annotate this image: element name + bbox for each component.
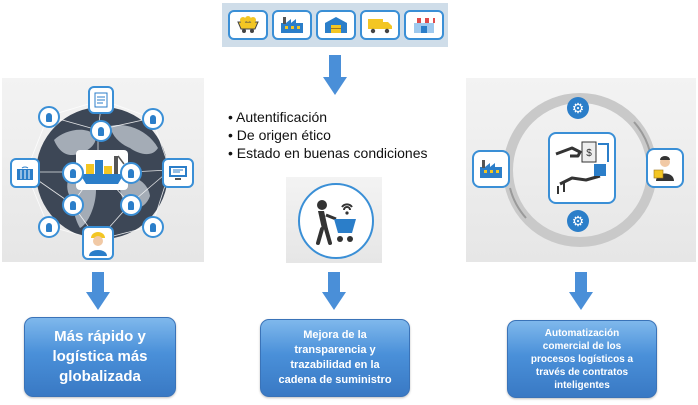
smart-contract-panel: $ ⚙ ⚙	[466, 78, 696, 262]
supply-chain-strip	[222, 3, 448, 47]
bullet-item: De origen ético	[228, 126, 428, 144]
payment-exchange-icon: $	[548, 132, 616, 204]
document-icon	[88, 86, 114, 114]
person-icon	[90, 120, 112, 142]
benefit-line: comercial de los	[542, 340, 622, 352]
gear-icon: ⚙	[567, 97, 589, 119]
factory-icon	[472, 150, 510, 188]
benefit-box-logistics: Más rápido y logística más globalizada	[24, 317, 176, 397]
worker-icon	[82, 226, 114, 260]
benefit-line: transparencia y	[294, 344, 376, 356]
person-icon	[38, 216, 60, 238]
benefit-line: Mejora de la	[303, 329, 367, 341]
svg-text:$: $	[586, 148, 592, 159]
benefit-line: Automatización	[544, 327, 620, 339]
benefit-line: trazabilidad en la	[290, 359, 380, 371]
person-icon	[38, 106, 60, 128]
person-icon	[120, 162, 142, 184]
person-icon	[62, 162, 84, 184]
computer-icon	[162, 158, 194, 188]
bullet-item: Estado en buenas condiciones	[228, 144, 428, 162]
global-network-panel	[2, 78, 204, 262]
shopping-cart-scan-icon	[298, 183, 374, 259]
benefit-line: Más rápido y	[54, 328, 146, 345]
benefit-line: logística más	[52, 348, 148, 365]
bullet-item: Autentificación	[228, 108, 428, 126]
benefit-line: inteligentes	[554, 379, 610, 391]
benefit-line: globalizada	[59, 368, 141, 385]
benefit-line: cadena de suministro	[278, 374, 392, 386]
mining-cart-icon	[228, 10, 268, 40]
store-icon	[404, 10, 444, 40]
truck-icon	[360, 10, 400, 40]
person-icon	[142, 216, 164, 238]
benefit-box-transparency: Mejora de la transparencia y trazabilida…	[260, 319, 410, 397]
delivery-person-icon	[646, 148, 684, 188]
benefit-line: través de contratos	[535, 366, 629, 378]
container-icon	[10, 158, 40, 188]
person-icon	[142, 108, 164, 130]
factory-icon	[272, 10, 312, 40]
down-arrow-right	[569, 272, 593, 310]
down-arrow-top	[323, 55, 347, 95]
down-arrow-middle	[322, 272, 346, 310]
person-icon	[120, 194, 142, 216]
gear-icon: ⚙	[567, 210, 589, 232]
person-icon	[62, 194, 84, 216]
attribute-list: Autentificación De origen ético Estado e…	[228, 108, 428, 162]
benefit-box-automation: Automatización comercial de los procesos…	[507, 320, 657, 398]
warehouse-icon	[316, 10, 356, 40]
benefit-line: procesos logísticos a	[530, 353, 634, 365]
traceability-panel	[286, 177, 382, 263]
down-arrow-left	[86, 272, 110, 310]
